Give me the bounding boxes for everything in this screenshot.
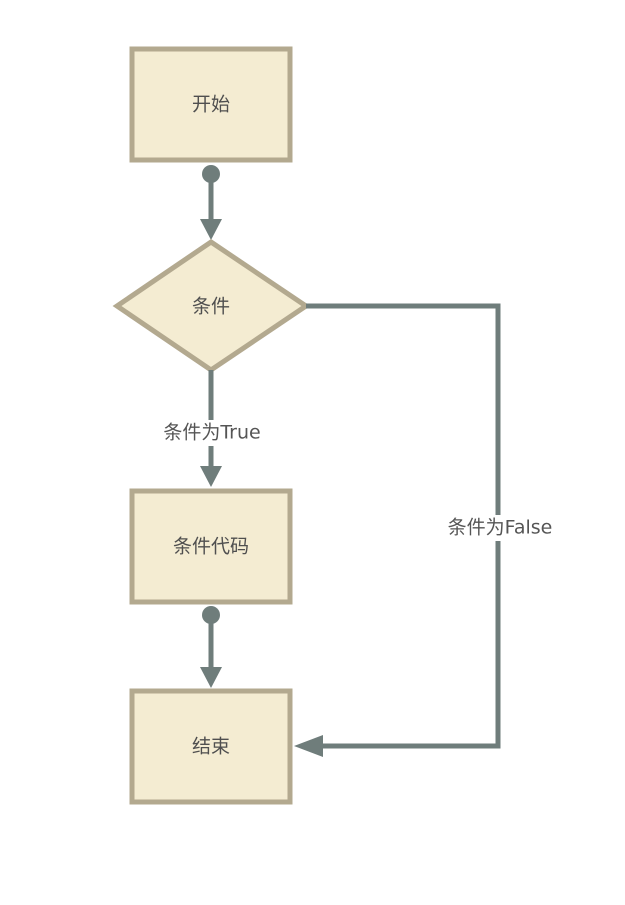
start-node-label: 开始 [192,94,230,116]
arrow-head [294,735,323,757]
false-branch-label: 条件为False [448,517,553,539]
conditional-code-node [129,488,293,605]
true-branch-label: 条件为True [163,422,260,444]
end-node-label: 结束 [192,736,230,758]
condition-node-label: 条件 [192,296,230,318]
false-label-background [442,515,556,541]
conditional-code-node-label: 条件代码 [173,536,249,558]
arrow-head [200,219,222,240]
arrow-head [200,667,222,688]
end-node [129,688,293,805]
start-node [129,46,293,163]
arrow-head [200,466,222,487]
true-label-background [158,420,266,446]
